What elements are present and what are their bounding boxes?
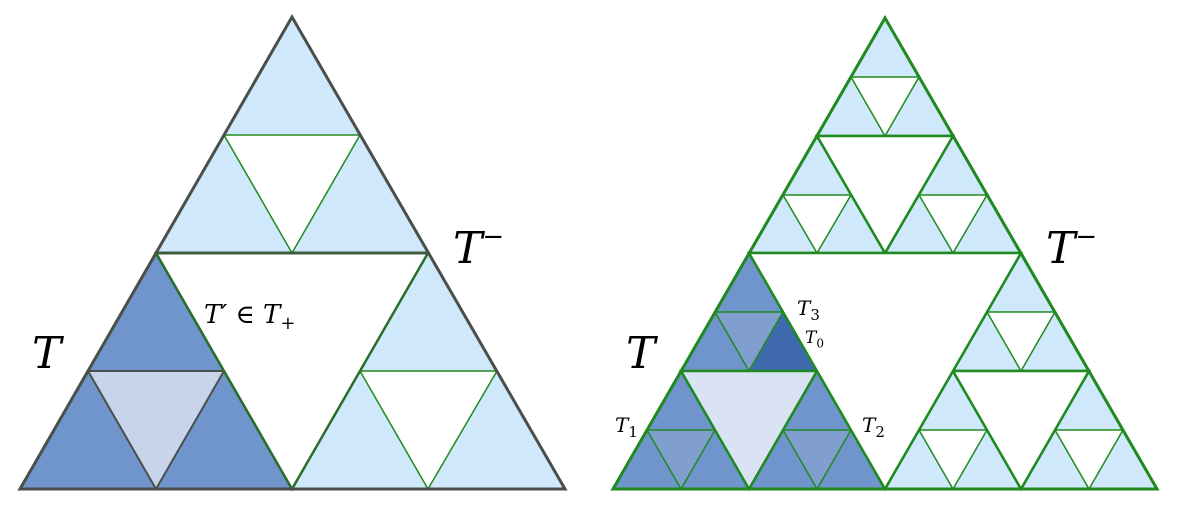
right-center-hole bbox=[746, 251, 1024, 492]
left-gasket bbox=[17, 13, 568, 492]
left-right-hole bbox=[358, 370, 499, 491]
right-label-T-minus: T− bbox=[1046, 222, 1098, 274]
right-label-T: T bbox=[626, 328, 656, 379]
right-outline bbox=[610, 15, 1160, 491]
right-cell-T bbox=[610, 250, 888, 492]
right-label-T3: T3 bbox=[797, 296, 820, 324]
left-label-T-prime-in-T-plus: T′ ∈ T+ bbox=[204, 300, 296, 334]
left-cell-T-center bbox=[86, 370, 226, 492]
right-label-T0: T0 bbox=[805, 328, 824, 351]
left-label-T: T bbox=[32, 328, 62, 379]
right-top-cell bbox=[746, 15, 1024, 256]
right-label-T1: T1 bbox=[615, 413, 638, 441]
left-label-T-minus: T− bbox=[453, 222, 505, 274]
right-label-T2: T2 bbox=[862, 413, 885, 441]
right-gasket bbox=[610, 15, 1160, 492]
left-top-hole bbox=[222, 134, 362, 255]
